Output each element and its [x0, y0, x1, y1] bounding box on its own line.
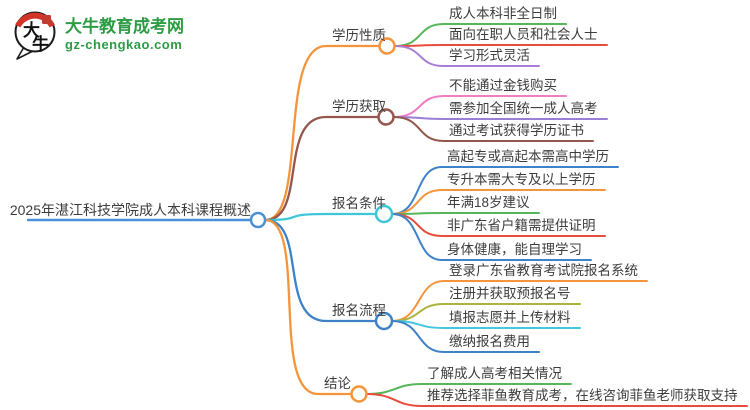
branch-topic-4[interactable]: 报名流程: [332, 303, 386, 318]
leaf-topic-5-1[interactable]: 了解成人高考相关情况: [427, 366, 562, 381]
leaf-topic-1-2[interactable]: 面向在职人员和社会人士: [449, 27, 598, 42]
leaf-topic-4-1[interactable]: 登录广东省教育考试院报名系统: [449, 263, 638, 278]
branch-node-circle-1[interactable]: [378, 37, 396, 55]
leaf-topic-4-4[interactable]: 缴纳报名费用: [449, 334, 530, 349]
branch-topic-3[interactable]: 报名条件: [332, 196, 386, 211]
leaf-edge-4-4: [391, 320, 540, 353]
leaf-edge-3-1: [391, 166, 619, 215]
site-url: gz-chengkao.com: [65, 37, 183, 52]
branch-edge-4: [264, 218, 378, 323]
branch-node-circle-4[interactable]: [374, 311, 394, 331]
leaf-topic-3-2[interactable]: 专升本需大专及以上学历: [447, 172, 596, 187]
branch-topic-5[interactable]: 结论: [324, 376, 351, 391]
badge-seal: [42, 15, 51, 24]
branch-node-circle-3[interactable]: [374, 204, 394, 224]
logo-bull-badge-icon: 大 牛: [14, 11, 56, 60]
leaf-topic-3-3[interactable]: 年满18岁建议: [447, 195, 530, 210]
branch-topic-1[interactable]: 学历性质: [332, 28, 386, 43]
leaf-topic-4-3[interactable]: 填报志愿并上传材料: [449, 310, 571, 325]
leaf-topic-2-2[interactable]: 需参加全国统一成人高考: [449, 101, 598, 116]
leaf-topic-5-2[interactable]: 推荐选择菲鱼教育成考，在线咨询菲鱼老师获取支持: [427, 388, 738, 403]
leaf-topic-4-2[interactable]: 注册并获取预报名号: [449, 286, 571, 301]
root-node-circle[interactable]: [249, 211, 267, 229]
root-topic[interactable]: 2025年湛江科技学院成人本科课程概述: [9, 202, 251, 218]
badge-char-1: 大: [23, 20, 40, 40]
leaf-edge-1-3: [393, 45, 540, 67]
leaf-topic-1-3[interactable]: 学习形式灵活: [449, 48, 530, 63]
branch-node-circle-5[interactable]: [350, 385, 368, 403]
leaf-edge-2-3: [392, 116, 594, 142]
branch-edge-1: [264, 44, 381, 222]
branch-edge-3: [264, 212, 378, 222]
leaf-topic-3-4[interactable]: 非广东省户籍需提供证明: [447, 218, 596, 233]
leaf-topic-3-5[interactable]: 身体健康，能自理学习: [447, 242, 582, 257]
leaf-topic-2-1[interactable]: 不能通过金钱购买: [449, 78, 557, 93]
branch-edge-5: [264, 218, 353, 396]
leaf-topic-3-1[interactable]: 高起专或高起本需高中学历: [447, 149, 609, 164]
leaf-edge-3-5: [391, 213, 592, 261]
badge-char-2: 牛: [32, 34, 49, 54]
branch-topic-2[interactable]: 学历获取: [332, 99, 386, 114]
leaf-edge-5-2: [365, 393, 748, 407]
site-logo[interactable]: 大 牛 大牛教育成考网 gz-chengkao.com: [12, 9, 184, 61]
site-name: 大牛教育成考网: [65, 17, 184, 36]
branch-edge-2: [264, 115, 380, 222]
leaf-topic-2-3[interactable]: 通过考试获得学历证书: [449, 123, 584, 138]
leaf-topic-1-1[interactable]: 成人本科非全日制: [449, 6, 557, 21]
branch-node-circle-2[interactable]: [377, 108, 395, 126]
logo-text-block: 大牛教育成考网 gz-chengkao.com: [65, 17, 184, 53]
